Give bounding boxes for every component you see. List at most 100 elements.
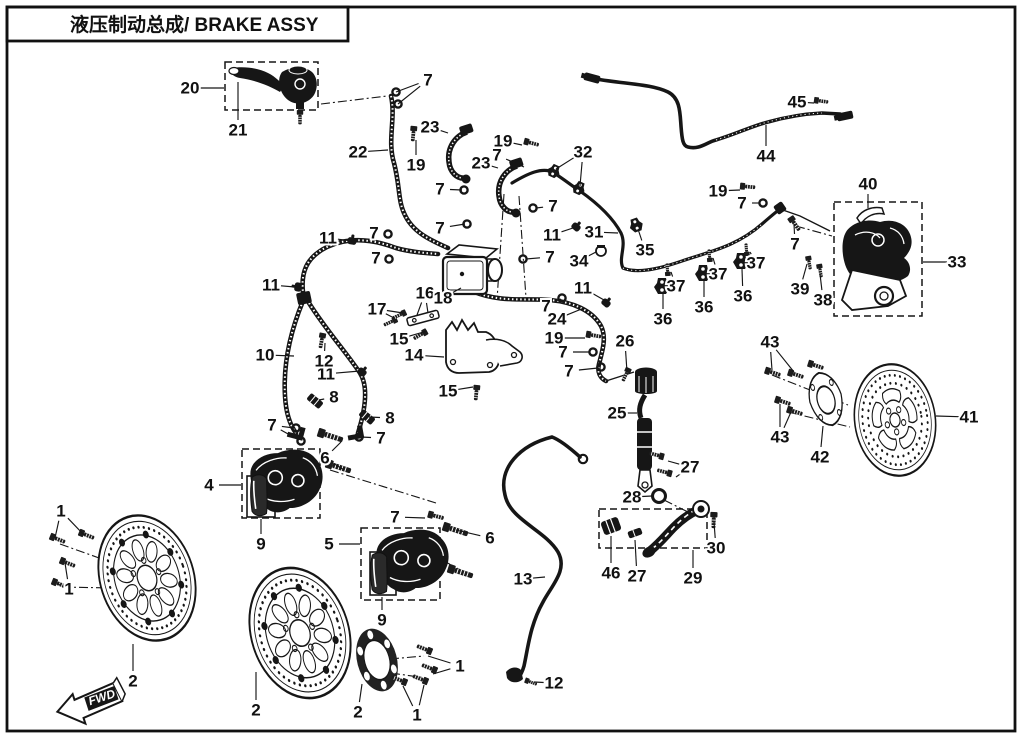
callout-leader-7 <box>525 257 541 260</box>
callout-15: 15 <box>390 330 409 349</box>
callout-leader-7 <box>505 158 525 168</box>
callout-leader-17 <box>385 313 395 319</box>
callout-7: 7 <box>371 249 380 268</box>
callout-7: 7 <box>423 71 432 90</box>
brake-sensor-cable-44 <box>580 71 854 150</box>
callout-leader-8 <box>318 398 325 401</box>
callout-leader-38 <box>819 273 823 291</box>
callout-leader-1 <box>418 684 425 706</box>
callout-45: 45 <box>788 93 807 112</box>
callout-37: 37 <box>709 265 728 284</box>
callout-leader-37 <box>712 257 716 265</box>
callout-37: 37 <box>667 277 686 296</box>
callout-7: 7 <box>492 146 501 165</box>
callout-23: 23 <box>472 154 491 173</box>
callout-leader-12 <box>533 681 545 684</box>
callout-leader-18 <box>451 287 462 294</box>
page-frame: 液压制动总成/ BRAKE ASSY <box>5 5 1017 733</box>
callout-leader-23 <box>439 129 449 134</box>
rear-master-cylinder-25 <box>619 366 674 504</box>
callout-21: 21 <box>229 121 248 140</box>
front-brake-disc-left <box>81 501 213 655</box>
callout-7: 7 <box>545 248 554 267</box>
callout-14: 14 <box>405 346 424 365</box>
callout-5: 5 <box>324 535 333 554</box>
brake-pedal-assy-29 <box>598 500 719 558</box>
callout-leader-7 <box>404 516 426 519</box>
rear-caliper-assy <box>804 201 923 317</box>
callout-10: 10 <box>256 346 275 365</box>
front-brake-disc-right <box>231 553 369 713</box>
callout-leader-7 <box>280 429 300 441</box>
callout-leader-34 <box>587 251 597 257</box>
callout-leader-7 <box>578 367 599 371</box>
callout-11: 11 <box>574 279 592 298</box>
callout-11: 11 <box>317 365 335 384</box>
callout-leader-43 <box>770 351 773 371</box>
callout-leader-16 <box>425 302 429 314</box>
callout-7: 7 <box>564 362 573 381</box>
front-brake-hose-10 <box>282 237 441 441</box>
callout-23: 23 <box>421 118 440 137</box>
rear-brake-disc <box>845 357 945 483</box>
callout-2: 2 <box>128 672 137 691</box>
brake-lever <box>230 67 284 92</box>
callout-9: 9 <box>377 611 386 630</box>
callout-34: 34 <box>570 252 589 271</box>
callout-leader-7 <box>535 206 544 209</box>
callout-26: 26 <box>616 332 635 351</box>
callout-38: 38 <box>814 291 833 310</box>
callout-leader-7 <box>793 223 796 235</box>
master-cylinder-body <box>279 67 317 104</box>
callout-7: 7 <box>435 219 444 238</box>
callout-46: 46 <box>602 564 621 583</box>
callout-35: 35 <box>636 241 655 260</box>
callout-leader-7 <box>281 425 295 429</box>
callout-leader-26 <box>625 350 628 373</box>
abs-bracket-16 <box>382 308 440 329</box>
brake-pipe-joint-23a <box>449 123 474 183</box>
callout-leader-16 <box>416 302 423 316</box>
callout-33: 33 <box>948 253 967 272</box>
callout-leader-11 <box>335 370 361 374</box>
callout-6: 6 <box>485 529 494 548</box>
abs-module <box>441 244 503 296</box>
callout-15: 15 <box>439 382 458 401</box>
callout-1: 1 <box>56 502 65 521</box>
callout-leader-7 <box>397 85 421 105</box>
callout-30: 30 <box>707 539 726 558</box>
callout-leader-7 <box>449 223 466 227</box>
callout-7: 7 <box>790 235 799 254</box>
callout-7: 7 <box>558 343 567 362</box>
rear-brake-pad-40 <box>856 206 886 226</box>
callout-19: 19 <box>494 132 513 151</box>
callout-leader-13 <box>532 576 546 579</box>
callout-13: 13 <box>514 570 533 589</box>
callout-40: 40 <box>859 175 878 194</box>
rear-disc-adapter-42 <box>808 371 843 427</box>
callout-leader-37 <box>749 251 752 255</box>
callout-leader-32 <box>579 161 583 187</box>
callout-leader-6 <box>331 441 342 452</box>
callout-leader-27 <box>667 460 681 465</box>
callout-8: 8 <box>385 409 394 428</box>
callout-1: 1 <box>64 580 73 599</box>
diagram-title: 液压制动总成/ BRAKE ASSY <box>70 13 319 36</box>
callout-leader-17 <box>386 309 404 314</box>
callout-leader-7 <box>554 298 562 303</box>
callout-19: 19 <box>407 156 426 175</box>
callout-leader-39 <box>802 263 808 280</box>
callout-1: 1 <box>455 657 464 676</box>
front-caliper-right-assy <box>360 510 475 601</box>
callout-leader-27 <box>634 539 637 567</box>
callout-19: 19 <box>709 182 728 201</box>
callout-leader-11 <box>280 285 296 288</box>
callout-leader-22 <box>367 149 389 152</box>
pedal-pin-27 <box>627 527 643 539</box>
callout-7: 7 <box>376 429 385 448</box>
callout-43: 43 <box>761 333 780 352</box>
callout-19: 19 <box>545 329 564 348</box>
callout-leader-24 <box>566 307 585 316</box>
callout-leader-23 <box>490 165 499 169</box>
